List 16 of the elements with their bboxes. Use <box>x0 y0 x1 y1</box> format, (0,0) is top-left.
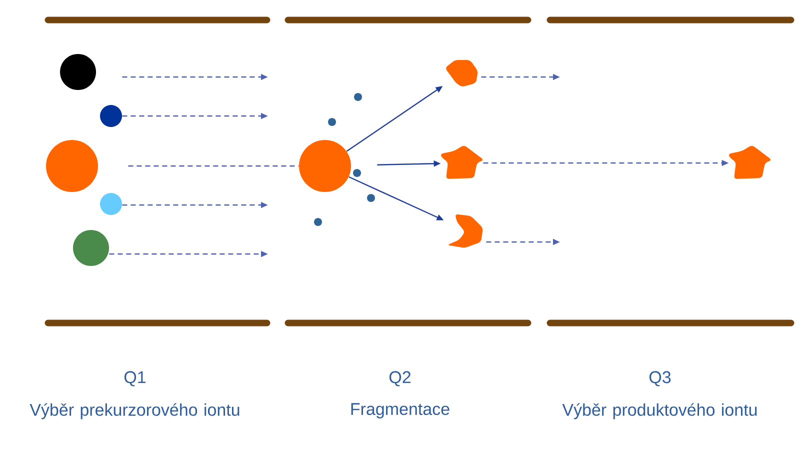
fragment-ion <box>728 146 770 179</box>
ion <box>100 193 122 215</box>
stage-label: Fragmentace <box>351 403 450 418</box>
ion <box>60 54 96 90</box>
stage-label: Q2 <box>389 371 410 386</box>
fragment-ion <box>448 214 483 248</box>
ion <box>46 140 98 192</box>
stage-label: Q1 <box>124 371 146 386</box>
ion <box>73 230 109 266</box>
fragment-ion <box>446 60 478 86</box>
stage-label: Výběr prekurzorového iontu <box>30 403 240 420</box>
ion <box>299 140 351 192</box>
ion <box>100 105 122 127</box>
stage-label: Výběr produktového iontu <box>562 403 757 420</box>
stage-label: Q3 <box>649 371 671 386</box>
fragment-ion <box>440 146 482 179</box>
